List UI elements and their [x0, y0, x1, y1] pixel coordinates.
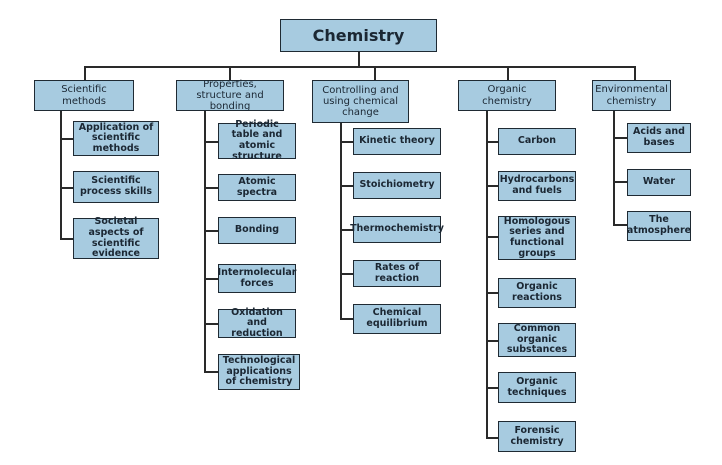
- connector-line: [84, 66, 86, 80]
- connector-line: [229, 66, 231, 80]
- connector-line: [613, 181, 627, 183]
- category-node: Properties, structure and bonding: [176, 79, 284, 112]
- category-node: Environmental chemistry: [592, 80, 671, 111]
- topic-node: Intermolecular forces: [218, 264, 296, 293]
- topic-node: Chemical equilibrium: [353, 304, 441, 334]
- connector-line: [204, 278, 218, 280]
- topic-node: Societal aspects of scientific evidence: [73, 216, 159, 259]
- category-node: Scientific methods: [34, 80, 134, 111]
- topic-node: Rates of reaction: [353, 260, 441, 287]
- connector-line: [204, 111, 206, 372]
- connector-line: [204, 323, 218, 325]
- topic-node: Kinetic theory: [353, 128, 441, 155]
- topic-node: Periodic table and atomic structure: [218, 119, 296, 161]
- topic-node: Scientific process skills: [73, 171, 159, 203]
- connector-line: [486, 387, 498, 389]
- topic-node: Organic techniques: [498, 372, 576, 403]
- connector-line: [204, 371, 218, 373]
- root-node: Chemistry: [280, 19, 437, 52]
- topic-node: Stoichiometry: [353, 172, 441, 199]
- topic-node: Water: [627, 169, 691, 196]
- connector-line: [486, 185, 498, 187]
- connector-line: [340, 273, 353, 275]
- connector-line: [60, 238, 73, 240]
- topic-node: Forensic chemistry: [498, 421, 576, 452]
- connector-line: [358, 51, 360, 67]
- connector-line: [507, 66, 509, 80]
- connector-line: [634, 66, 636, 80]
- connector-line: [486, 236, 498, 238]
- topic-node: Thermochemistry: [350, 216, 444, 243]
- topic-node: Carbon: [498, 128, 576, 155]
- connector-line: [613, 224, 627, 226]
- connector-line: [340, 185, 353, 187]
- connector-line: [204, 187, 218, 189]
- topic-node: Homologous series and functional groups: [498, 216, 576, 260]
- connector-line: [340, 123, 342, 319]
- connector-line: [204, 230, 218, 232]
- topic-node: Common organic substances: [498, 323, 576, 357]
- category-node: Organic chemistry: [458, 80, 556, 111]
- connector-line: [486, 340, 498, 342]
- connector-line: [486, 292, 498, 294]
- connector-line: [60, 187, 73, 189]
- connector-line: [84, 66, 634, 68]
- connector-line: [340, 141, 353, 143]
- connector-line: [486, 111, 488, 438]
- topic-node: Atomic spectra: [218, 174, 296, 201]
- topic-node: The atmosphere: [627, 211, 691, 241]
- topic-node: Acids and bases: [627, 123, 691, 153]
- topic-node: Hydrocarbons and fuels: [498, 171, 576, 201]
- connector-line: [340, 229, 353, 231]
- topic-node: Organic reactions: [498, 278, 576, 308]
- connector-line: [486, 141, 498, 143]
- category-node: Controlling and using chemical change: [312, 80, 409, 123]
- connector-line: [486, 437, 498, 439]
- topic-node: Bonding: [218, 217, 296, 244]
- connector-line: [613, 111, 615, 225]
- topic-node: Oxidation and reduction: [218, 307, 296, 339]
- connector-line: [613, 137, 627, 139]
- connector-line: [60, 138, 73, 140]
- connector-line: [374, 66, 376, 80]
- connector-line: [60, 111, 62, 239]
- connector-line: [204, 141, 218, 143]
- connector-line: [340, 318, 353, 320]
- topic-node: Application of scientific methods: [73, 121, 159, 156]
- topic-node: Technological applications of chemistry: [218, 354, 300, 390]
